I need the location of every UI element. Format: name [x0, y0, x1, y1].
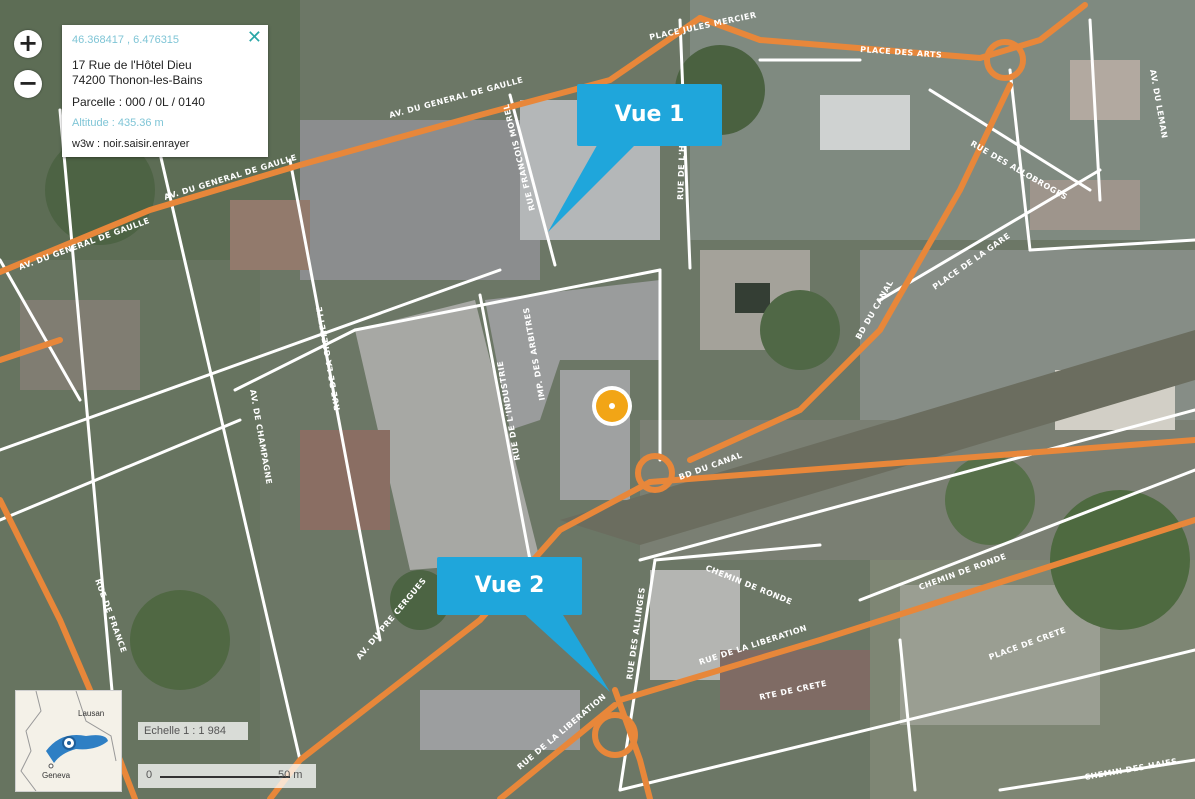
address-line2: 74200 Thonon-les-Bains	[72, 73, 203, 87]
altitude-text: Altitude : 435.36 m	[72, 117, 164, 129]
scale-distance-label: 50 m	[278, 769, 303, 781]
zoom-in-button[interactable]: +	[14, 30, 42, 58]
zoom-out-button[interactable]: −	[14, 70, 42, 98]
scale-ratio: Echelle 1 : 1 984	[138, 722, 248, 740]
minimap-label-lausanne: Lausan	[78, 709, 105, 718]
close-icon[interactable]: ✕	[246, 27, 262, 48]
location-marker[interactable]	[592, 386, 632, 426]
minimap-label-geneva: Geneva	[42, 771, 71, 780]
vue1-pointer	[548, 140, 640, 232]
coordinates-text: 46.368417 , 6.476315	[72, 34, 180, 46]
lake-geneva-shape	[46, 735, 108, 763]
vue1-callout: Vue 1	[577, 84, 722, 146]
scale-bar: 0 50 m	[138, 764, 316, 788]
w3w-text: w3w : noir.saisir.enrayer	[72, 138, 190, 150]
location-info-popup: ✕ 46.368417 , 6.476315 17 Rue de l'Hôtel…	[62, 25, 268, 157]
minimap-canvas	[20, 691, 117, 791]
vue2-callout: Vue 2	[437, 557, 582, 615]
scale-zero-label: 0	[146, 769, 153, 781]
parcel-text: Parcelle : 000 / 0L / 0140	[72, 95, 205, 109]
address-line1: 17 Rue de l'Hôtel Dieu	[72, 58, 192, 72]
vue2-pointer	[520, 610, 610, 692]
scale-line	[160, 776, 290, 778]
overview-minimap[interactable]: Lausan Geneva	[15, 690, 122, 792]
